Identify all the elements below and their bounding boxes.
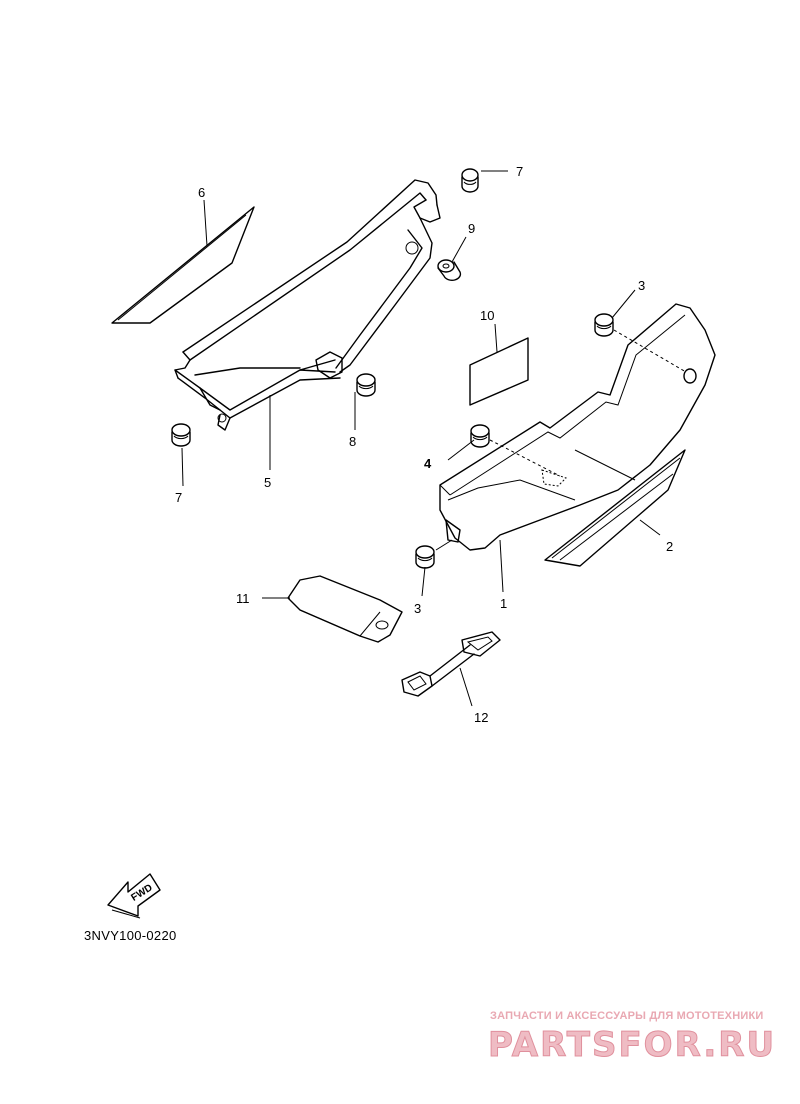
callout-11: 11 <box>236 591 250 606</box>
callout-4: 4 <box>424 456 432 471</box>
part-4-grommet <box>470 424 490 448</box>
callout-8: 8 <box>349 434 356 449</box>
part-12-strap <box>401 631 501 697</box>
callout-3-upper: 3 <box>638 278 645 293</box>
watermark-logo: PARTSFOR.RU <box>488 1025 776 1065</box>
part-1-side-cover <box>439 303 716 551</box>
part-3-grommet-lower <box>415 545 435 569</box>
part-7-grommet-lower <box>171 423 191 447</box>
part-8-grommet <box>356 373 376 397</box>
callout-1: 1 <box>500 596 507 611</box>
leader-lines <box>181 170 661 707</box>
callout-3-lower: 3 <box>414 601 421 616</box>
fwd-arrow-icon: FWD <box>107 873 161 919</box>
watermark-logo-text: PARTSFOR.RU <box>488 1025 776 1064</box>
part-9-collar <box>437 259 462 281</box>
callout-7-lower: 7 <box>175 490 182 505</box>
callout-5: 5 <box>264 475 271 490</box>
part-2-decal <box>544 449 686 567</box>
callout-2: 2 <box>666 539 673 554</box>
part-3-grommet-upper <box>594 313 614 337</box>
callout-7-top: 7 <box>516 164 523 179</box>
callout-9: 9 <box>468 221 475 236</box>
callout-6: 6 <box>198 185 205 200</box>
diagram-code: 3NVY100-0220 <box>84 928 177 943</box>
part-6-decal <box>111 206 255 324</box>
callout-10: 10 <box>480 308 494 323</box>
fwd-label: FWD <box>129 882 154 903</box>
part-10-label <box>469 337 529 406</box>
callout-12: 12 <box>474 710 488 725</box>
part-7-grommet-top <box>461 168 479 193</box>
watermark-tagline: ЗАПЧАСТИ И АКСЕССУАРЫ ДЛЯ МОТОТЕХНИКИ <box>490 1010 764 1022</box>
part-11-pad <box>287 575 403 643</box>
part-5-bracket <box>174 179 441 431</box>
